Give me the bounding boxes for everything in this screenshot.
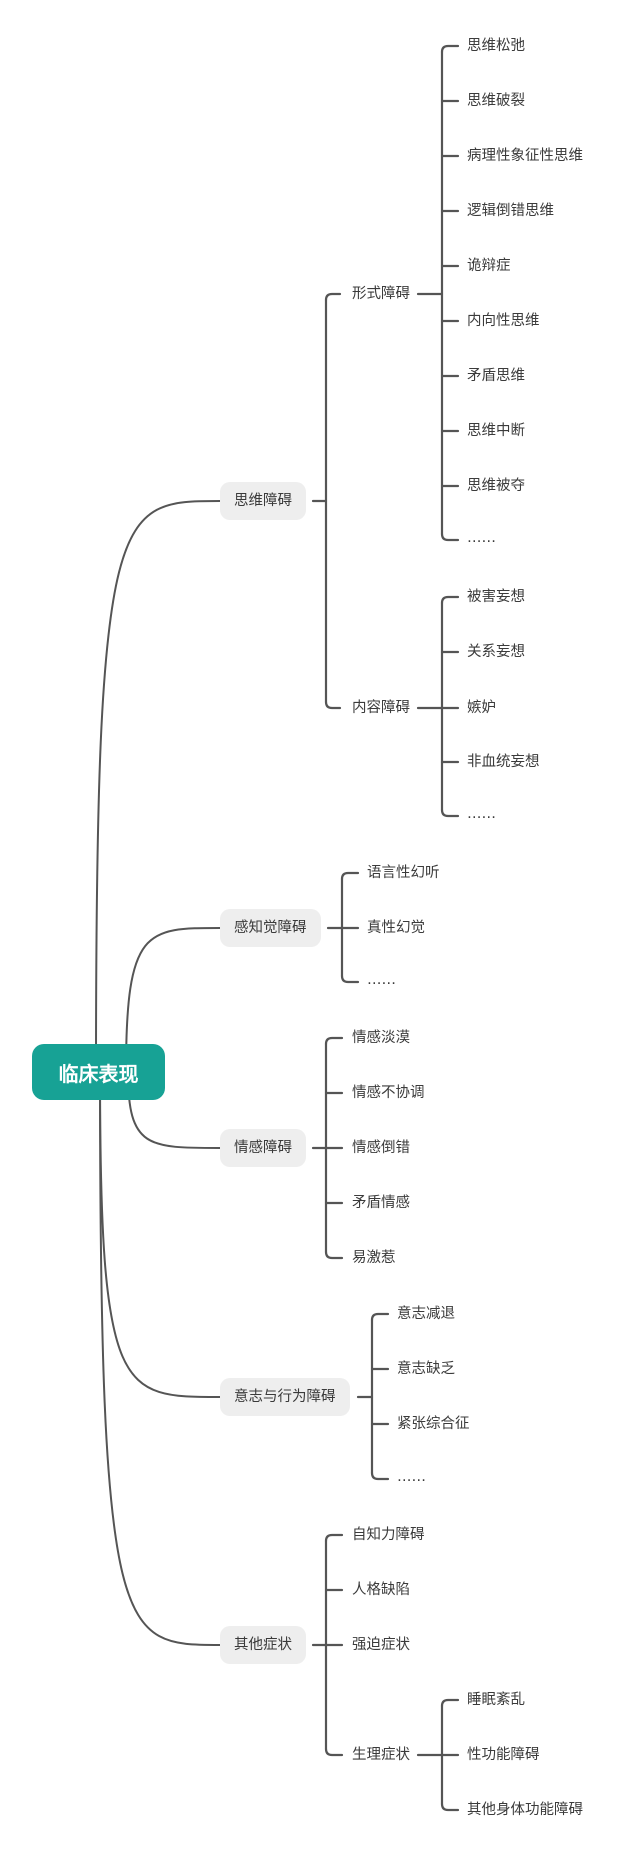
root-link — [99, 1071, 221, 1646]
leaf-node[interactable]: 睡眠紊乱 — [467, 1692, 525, 1708]
group-content-disorder[interactable]: 内容障碍 — [352, 700, 410, 716]
form-bracket-tick — [440, 44, 460, 54]
group-physiological-symptoms[interactable]: 生理症状 — [352, 1747, 410, 1763]
leaf-node[interactable]: …… — [467, 806, 496, 822]
root-link — [125, 927, 221, 1073]
leaf-node[interactable]: 被害妄想 — [467, 589, 525, 605]
root-link — [99, 1071, 221, 1398]
physio-bracket-tick — [440, 1802, 460, 1812]
leaf-node[interactable]: 诡辩症 — [467, 258, 511, 274]
physio-bracket-tick — [440, 1698, 460, 1708]
leaf-node[interactable]: 思维被夺 — [467, 478, 525, 494]
will-bracket-tick — [370, 1471, 390, 1481]
leaf-node[interactable]: 意志减退 — [397, 1306, 455, 1322]
leaf-node[interactable]: …… — [397, 1469, 426, 1485]
leaf-node[interactable]: 情感倒错 — [352, 1140, 410, 1156]
leaf-node[interactable]: 其他身体功能障碍 — [467, 1802, 583, 1818]
leaf-node[interactable]: 易激惹 — [352, 1250, 396, 1266]
will-bracket-tick — [370, 1312, 390, 1322]
group-form-disorder[interactable]: 形式障碍 — [352, 286, 410, 302]
content-bracket-tick — [440, 808, 460, 818]
leaf-node[interactable]: 思维中断 — [467, 423, 525, 439]
branch-affect-disorder[interactable]: 情感障碍 — [220, 1129, 306, 1167]
branch-perception-disorder[interactable]: 感知觉障碍 — [220, 909, 321, 947]
root-node[interactable]: 临床表现 — [32, 1044, 165, 1100]
leaf-node[interactable]: 真性幻觉 — [367, 920, 425, 936]
leaf-node[interactable]: 语言性幻听 — [367, 865, 440, 881]
branch-thought-disorder[interactable]: 思维障碍 — [220, 482, 306, 520]
leaf-node[interactable]: 性功能障碍 — [467, 1747, 540, 1763]
leaf-node[interactable]: 嫉妒 — [467, 700, 496, 716]
other-bracket-tick — [324, 1747, 344, 1757]
perception-bracket-tick — [340, 871, 360, 881]
leaf-node[interactable]: 思维松弛 — [467, 38, 525, 54]
perception-bracket-tick — [340, 974, 360, 984]
form-bracket-tick — [440, 532, 460, 542]
leaf-node[interactable]: …… — [467, 530, 496, 546]
other-bracket-tick — [324, 1533, 344, 1543]
leaf-node[interactable]: 思维破裂 — [467, 93, 525, 109]
thought-bracket-tick — [324, 292, 342, 302]
leaf-node[interactable]: 意志缺乏 — [397, 1361, 455, 1377]
branch-will-behavior-disorder[interactable]: 意志与行为障碍 — [220, 1378, 350, 1416]
leaf-node[interactable]: 非血统妄想 — [467, 754, 540, 770]
leaf-node[interactable]: 紧张综合征 — [397, 1416, 470, 1432]
leaf-node[interactable]: 矛盾思维 — [467, 368, 525, 384]
leaf-node[interactable]: 强迫症状 — [352, 1637, 410, 1653]
affect-bracket-tick — [324, 1036, 344, 1046]
branch-other-symptoms[interactable]: 其他症状 — [220, 1626, 306, 1664]
root-link — [95, 500, 221, 1073]
content-bracket-tick — [440, 595, 460, 605]
leaf-node[interactable]: 人格缺陷 — [352, 1582, 410, 1598]
leaf-node[interactable]: 自知力障碍 — [352, 1527, 425, 1543]
leaf-node[interactable]: 情感淡漠 — [352, 1030, 410, 1046]
thought-bracket-tick — [324, 700, 342, 710]
leaf-node[interactable]: 情感不协调 — [352, 1085, 425, 1101]
leaf-node[interactable]: …… — [367, 972, 396, 988]
leaf-node[interactable]: 关系妄想 — [467, 644, 525, 660]
leaf-node[interactable]: 病理性象征性思维 — [467, 148, 583, 164]
leaf-node[interactable]: 逻辑倒错思维 — [467, 203, 554, 219]
affect-bracket-tick — [324, 1250, 344, 1260]
leaf-node[interactable]: 矛盾情感 — [352, 1195, 410, 1211]
leaf-node[interactable]: 内向性思维 — [467, 313, 540, 329]
